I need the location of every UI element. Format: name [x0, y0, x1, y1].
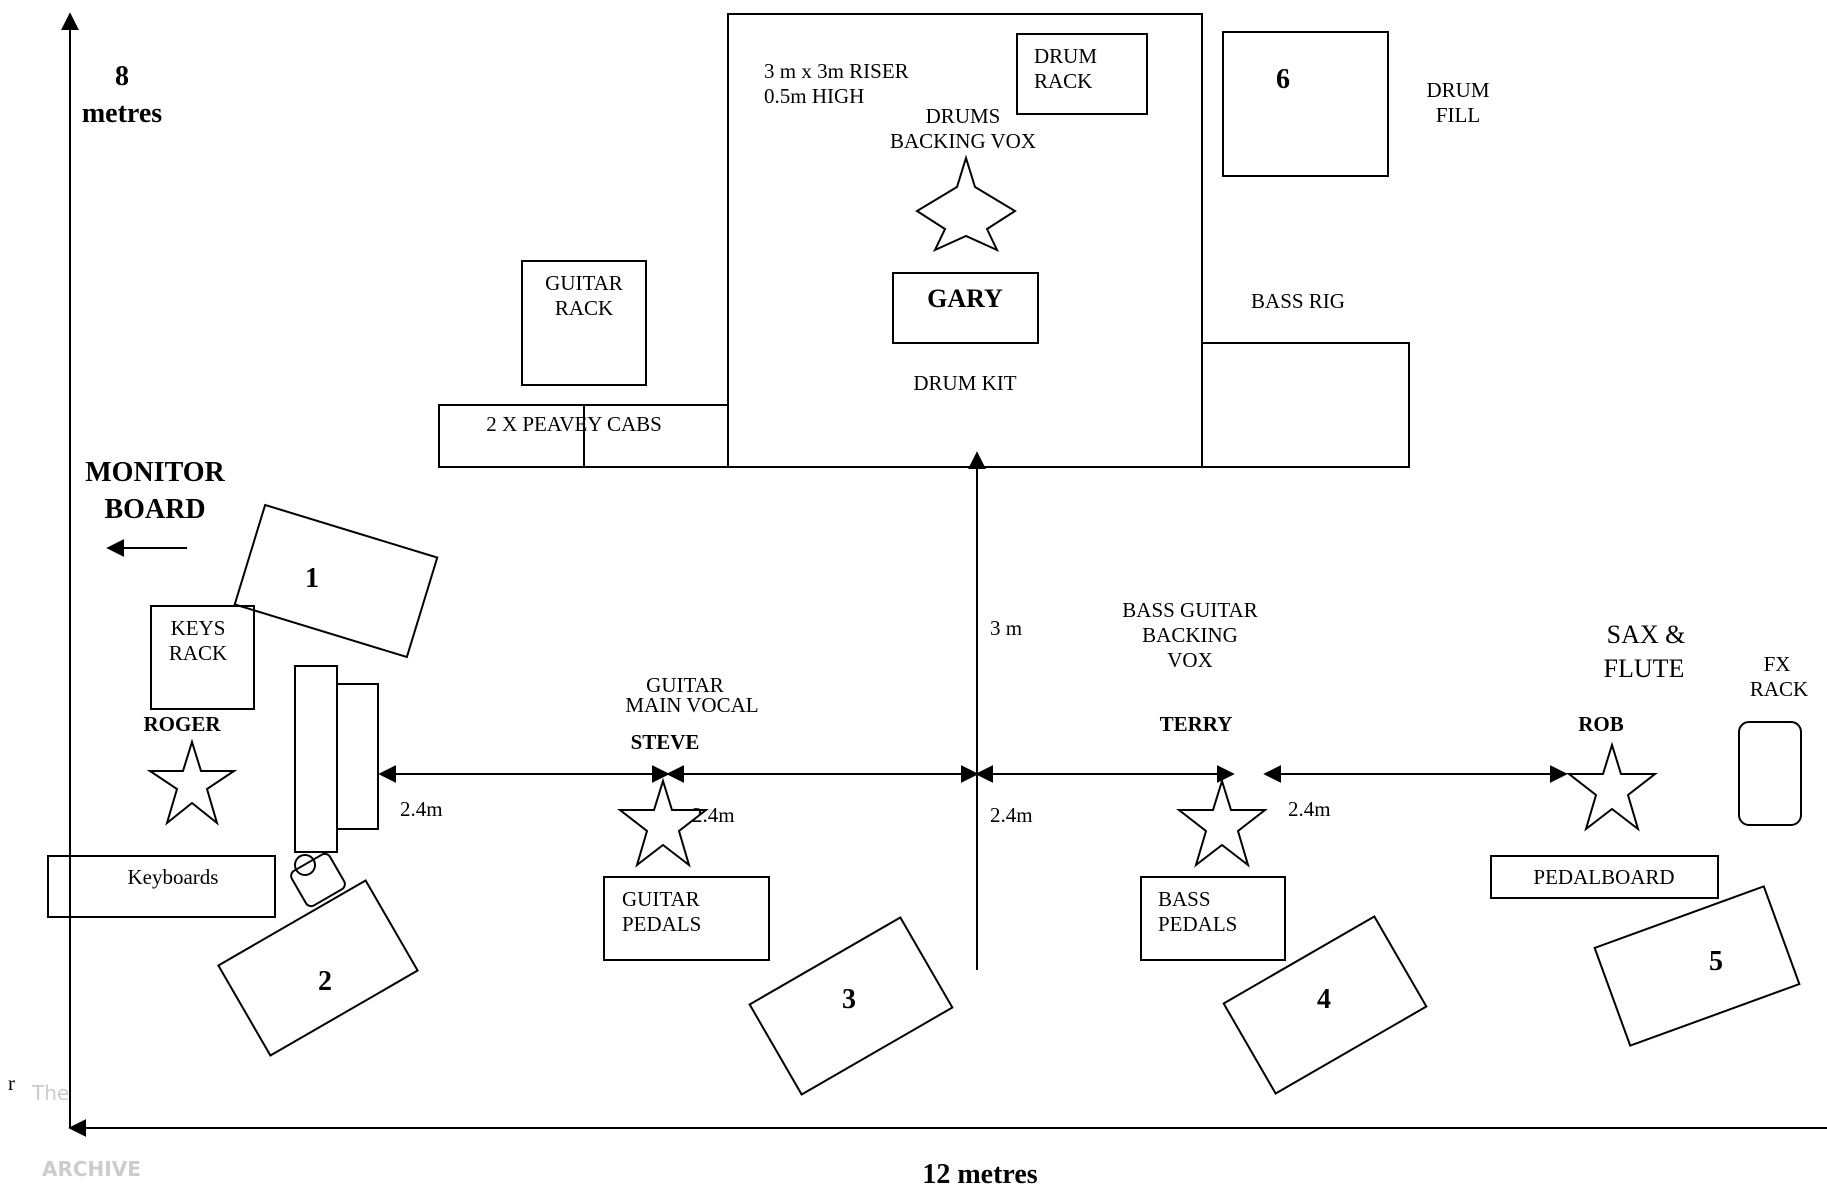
steve-role-1: GUITAR: [646, 673, 724, 697]
keyboards-label: Keyboards: [128, 865, 219, 889]
terry-name: TERRY: [1160, 712, 1233, 736]
span-3-label: 2.4m: [990, 803, 1033, 827]
drum-kit-label: DRUM KIT: [913, 371, 1016, 395]
drum-rack: [1016, 33, 1148, 115]
monitor-5: [1593, 885, 1801, 1047]
guitar-rack: [521, 260, 647, 386]
keyboard-stand-front: [336, 683, 379, 830]
pedalboard-label: PEDALBOARD: [1533, 865, 1674, 889]
keyboard-stand-back: [294, 665, 338, 853]
drums-role-1: DRUMS: [926, 104, 1001, 128]
rob-name: ROB: [1578, 712, 1624, 736]
watermark-line-2: ARCHIVE: [42, 1157, 141, 1181]
monitor-3-number: 3: [842, 984, 856, 1015]
vertical-axis-label-number: 8: [115, 61, 129, 92]
drums-role-2: BACKING VOX: [890, 129, 1036, 153]
drum-fill-label-1: DRUM: [1426, 78, 1489, 102]
guitar-rack-label-2: RACK: [555, 296, 613, 320]
drum-fill-label-2: FILL: [1436, 103, 1480, 127]
gary-name: GARY: [927, 284, 1003, 313]
monitor-board-label-1: MONITOR: [85, 457, 225, 488]
vertical-distance-label: 3 m: [990, 616, 1022, 640]
guitar-rack-label-1: GUITAR: [545, 271, 623, 295]
rob-role-1: SAX &: [1607, 620, 1686, 649]
guitar-pedals-label-2: PEDALS: [622, 912, 701, 936]
span-1-label: 2.4m: [400, 797, 443, 821]
rob-star: [1566, 741, 1658, 832]
watermark-line-1: The: [31, 1081, 69, 1105]
horizontal-axis-label: 12 metres: [922, 1159, 1037, 1190]
terry-role-2: BACKING: [1142, 623, 1238, 647]
terry-role-3: VOX: [1167, 648, 1213, 672]
monitor-board-label-2: BOARD: [104, 494, 205, 525]
span-4-label: 2.4m: [1288, 797, 1331, 821]
drum-rack-label-2: RACK: [1034, 69, 1092, 93]
monitor-3: [748, 916, 954, 1096]
gary-box: [892, 272, 1039, 344]
monitor-5-number: 5: [1709, 946, 1723, 977]
bass-rig: [1201, 342, 1410, 468]
drum-riser: [727, 13, 1203, 468]
terry-role-1: BASS GUITAR: [1122, 598, 1257, 622]
pedalboard: [1490, 855, 1719, 899]
steve-star: [617, 777, 709, 868]
bass-pedals: [1140, 876, 1286, 961]
keyboards: [47, 855, 276, 918]
bass-pedals-label-1: BASS: [1158, 887, 1211, 911]
terry-star: [1176, 777, 1268, 868]
steve-role-2: MAIN VOCAL: [625, 693, 758, 717]
drum-rack-label-1: DRUM: [1034, 44, 1097, 68]
bass-pedals-label-2: PEDALS: [1158, 912, 1237, 936]
monitor-4: [1222, 915, 1428, 1095]
keys-rack: [150, 605, 255, 710]
riser-label-1: 3 m x 3m RISER: [764, 59, 909, 83]
bass-rig-label: BASS RIG: [1251, 289, 1345, 313]
keyboard-seat-knob: [294, 854, 316, 876]
roger-star: [146, 738, 238, 826]
keys-rack-label-2: RACK: [169, 641, 227, 665]
drum-fill-number: 6: [1276, 64, 1290, 95]
fx-rack-label-1: FX: [1764, 652, 1791, 676]
drum-fill-monitor: [1222, 31, 1389, 177]
monitor-2-number: 2: [318, 966, 332, 997]
monitor-1: [233, 503, 439, 659]
keys-rack-label-1: KEYS: [171, 616, 226, 640]
riser-label-2: 0.5m HIGH: [764, 84, 864, 108]
monitor-4-number: 4: [1317, 984, 1331, 1015]
monitor-2: [217, 879, 419, 1057]
vertical-axis-label-unit: metres: [82, 98, 162, 129]
guitar-pedals: [603, 876, 770, 961]
monitor-1-number: 1: [305, 563, 319, 594]
rob-role-2: FLUTE: [1604, 654, 1685, 683]
peavey-cabs-label: 2 X PEAVEY CABS: [486, 412, 662, 436]
fx-rack: [1738, 721, 1802, 826]
guitar-pedals-label-1: GUITAR: [622, 887, 700, 911]
keyboard-seat: [290, 852, 346, 908]
steve-name: STEVE: [631, 730, 700, 754]
roger-name: ROGER: [143, 712, 221, 736]
fx-rack-label-2: RACK: [1750, 677, 1808, 701]
drummer-star: [915, 154, 1017, 253]
stray-mark: r: [8, 1071, 15, 1095]
